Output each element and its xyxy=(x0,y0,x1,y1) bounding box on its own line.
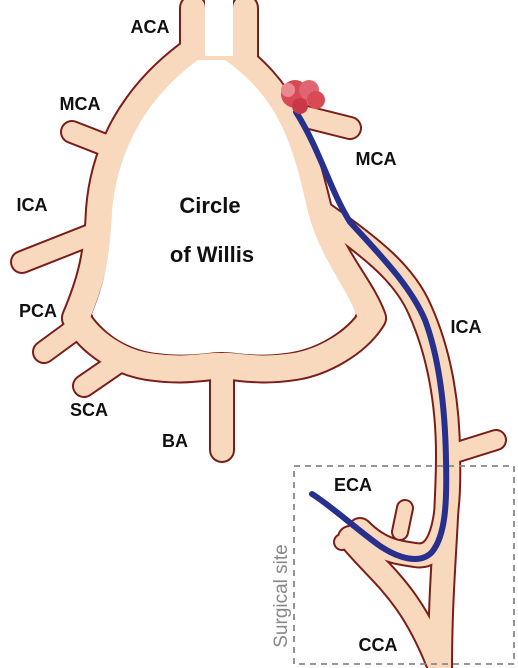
label-mca-left: MCA xyxy=(60,94,101,114)
label-ica-right: ICA xyxy=(451,317,482,337)
label-mca-right: MCA xyxy=(356,149,397,169)
label-cca: CCA xyxy=(359,635,398,655)
label-aca: ACA xyxy=(131,17,170,37)
label-ica-left: ICA xyxy=(17,195,48,215)
label-pca: PCA xyxy=(19,301,57,321)
label-sca: SCA xyxy=(70,400,108,420)
surgical-site-label: Surgical site xyxy=(271,544,292,648)
center-title-line1: Circle xyxy=(179,193,240,218)
label-ba: BA xyxy=(162,431,188,451)
label-eca: ECA xyxy=(334,475,372,495)
center-title-line2: of Willis xyxy=(170,242,254,267)
aca-gap xyxy=(205,0,233,56)
